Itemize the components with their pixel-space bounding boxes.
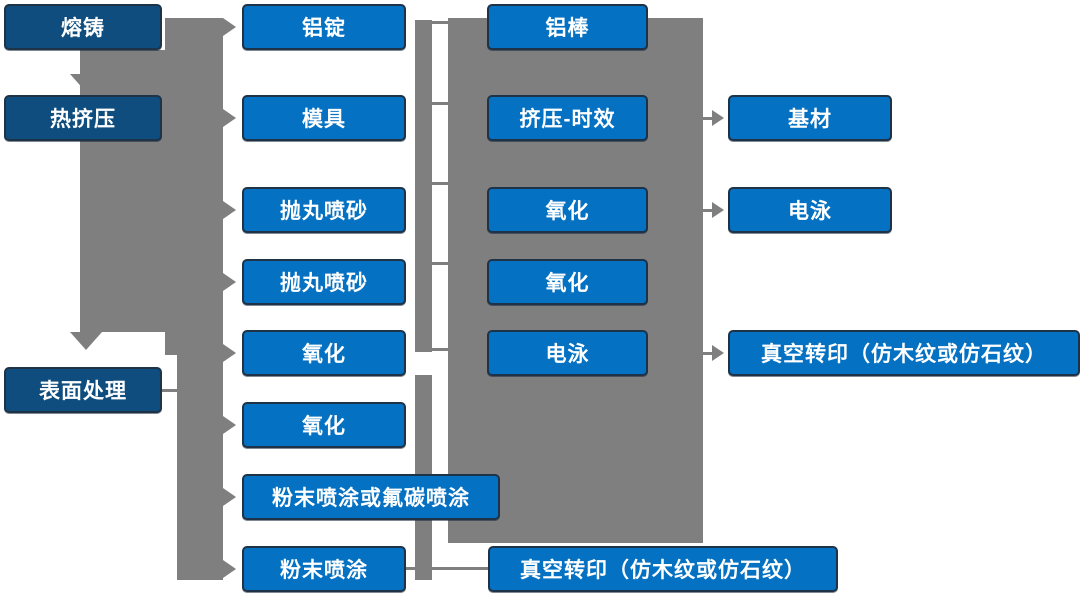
node-powder-or-fluorocarbon-coating: 粉末喷涂或氟碳喷涂 [242, 474, 500, 520]
down-arrow-to-hot-extrusion [70, 74, 102, 92]
node-hot-extrusion: 热挤压 [4, 95, 162, 141]
node-aluminum-ingot: 铝锭 [242, 4, 406, 50]
node-aluminum-rod: 铝棒 [487, 4, 648, 50]
node-powder-coating: 粉末喷涂 [242, 546, 406, 592]
node-shot-blasting-1: 抛丸喷砂 [242, 187, 406, 233]
node-base-material: 基材 [728, 95, 892, 141]
middle-strip-upper [415, 20, 432, 352]
node-shot-blasting-2: 抛丸喷砂 [242, 259, 406, 305]
down-arrow-to-surface-treatment [70, 332, 102, 350]
arrow-to-aluminum-ingot [223, 18, 236, 36]
node-melting-casting: 熔铸 [4, 4, 162, 50]
arrow-to-shot-blasting-2 [223, 273, 236, 291]
strip-tie-3 [432, 182, 448, 185]
node-electrophoresis-1: 电泳 [487, 330, 648, 376]
node-oxidation-4: 氧化 [487, 259, 648, 305]
node-oxidation-2: 氧化 [242, 402, 406, 448]
node-surface-treatment: 表面处理 [4, 367, 162, 413]
left-trunk-spine-lower [177, 355, 223, 580]
arrow-to-powder-coating [223, 560, 236, 578]
strip-tie-5 [432, 348, 448, 351]
arrow-to-powder-or-fluorocarbon [223, 488, 236, 506]
node-extrusion-aging: 挤压-时效 [487, 95, 648, 141]
arrow-shaft-to-base-material [703, 117, 713, 120]
arrow-shaft-to-electrophoresis-2 [703, 209, 713, 212]
strip-tie-1 [432, 21, 448, 24]
node-electrophoresis-2: 电泳 [728, 187, 892, 233]
strip-tie-2 [432, 102, 448, 105]
arrow-shaft-to-vacuum-transfer-2 [703, 352, 713, 355]
node-vacuum-transfer-print-1: 真空转印（仿木纹或仿石纹） [488, 546, 838, 592]
arrow-to-vacuum-transfer-2 [712, 345, 724, 361]
arrow-to-base-material [712, 110, 724, 126]
arrow-to-mold [223, 109, 236, 127]
node-oxidation-3: 氧化 [487, 187, 648, 233]
left-trunk-band [80, 50, 165, 332]
left-trunk-spine [165, 18, 223, 355]
surface-treatment-link [162, 389, 178, 392]
arrow-to-electrophoresis-2 [712, 202, 724, 218]
arrow-to-shot-blasting-1 [223, 201, 236, 219]
strip-tie-4 [432, 262, 448, 265]
node-vacuum-transfer-print-2: 真空转印（仿木纹或仿石纹） [728, 330, 1080, 376]
arrow-to-oxidation-2 [223, 416, 236, 434]
node-mold: 模具 [242, 95, 406, 141]
node-oxidation-1: 氧化 [242, 330, 406, 376]
arrow-to-oxidation-1 [223, 344, 236, 362]
powder-to-vacuum-link [406, 567, 488, 570]
